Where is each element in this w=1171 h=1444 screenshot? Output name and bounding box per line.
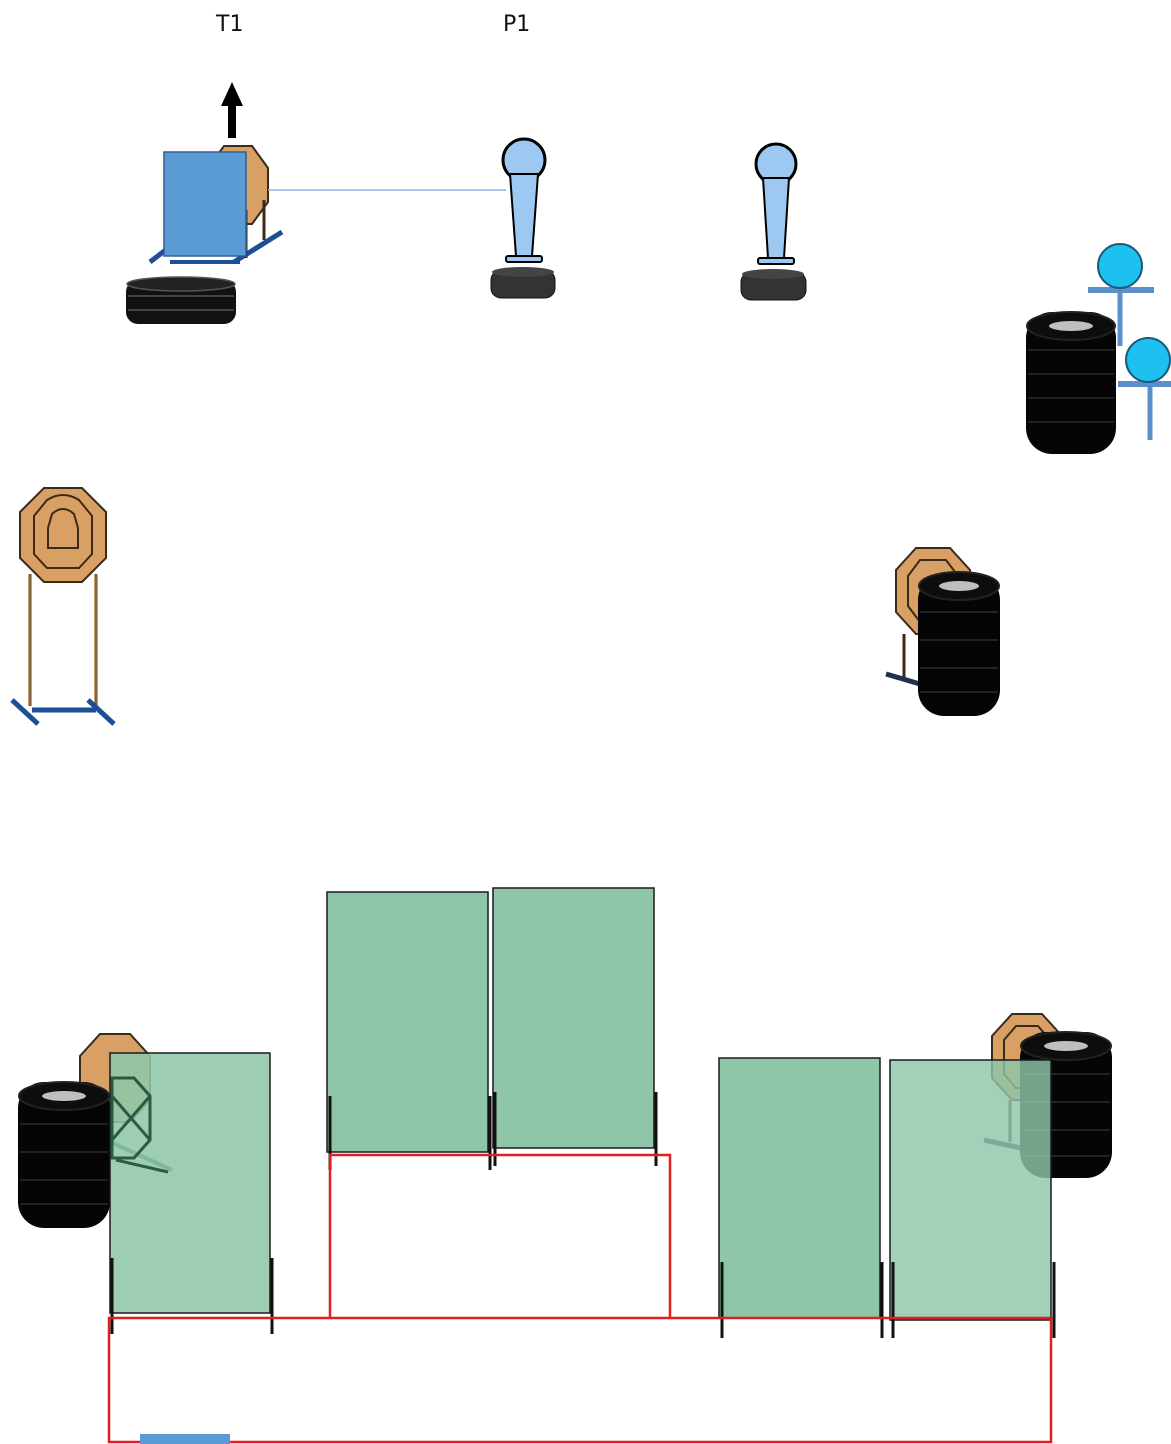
popper-icon [490, 137, 556, 299]
no-shoot-icon [163, 151, 247, 257]
plate-rack-icon [1088, 243, 1171, 440]
popper-icon [740, 142, 807, 301]
label-p1: P1 [503, 12, 531, 37]
steel-target-icon [10, 487, 116, 726]
vision-barrier-icon [889, 1059, 1056, 1338]
t1-group [126, 82, 506, 324]
label-t1: T1 [216, 12, 244, 37]
shooting-box-icon [107, 1153, 1053, 1444]
vision-barrier-icon [326, 891, 492, 1170]
tire-stack-icon [918, 571, 1000, 716]
tire-stack-icon [1026, 311, 1116, 454]
vision-barrier-icon [718, 1057, 884, 1338]
tire-stack-icon [18, 1081, 110, 1228]
arrow-up-icon [221, 82, 243, 138]
start-marker-icon [140, 1434, 230, 1444]
tire-stack-icon [126, 276, 236, 324]
vision-barrier-icon [109, 1052, 274, 1334]
vision-barrier-icon [492, 887, 658, 1166]
